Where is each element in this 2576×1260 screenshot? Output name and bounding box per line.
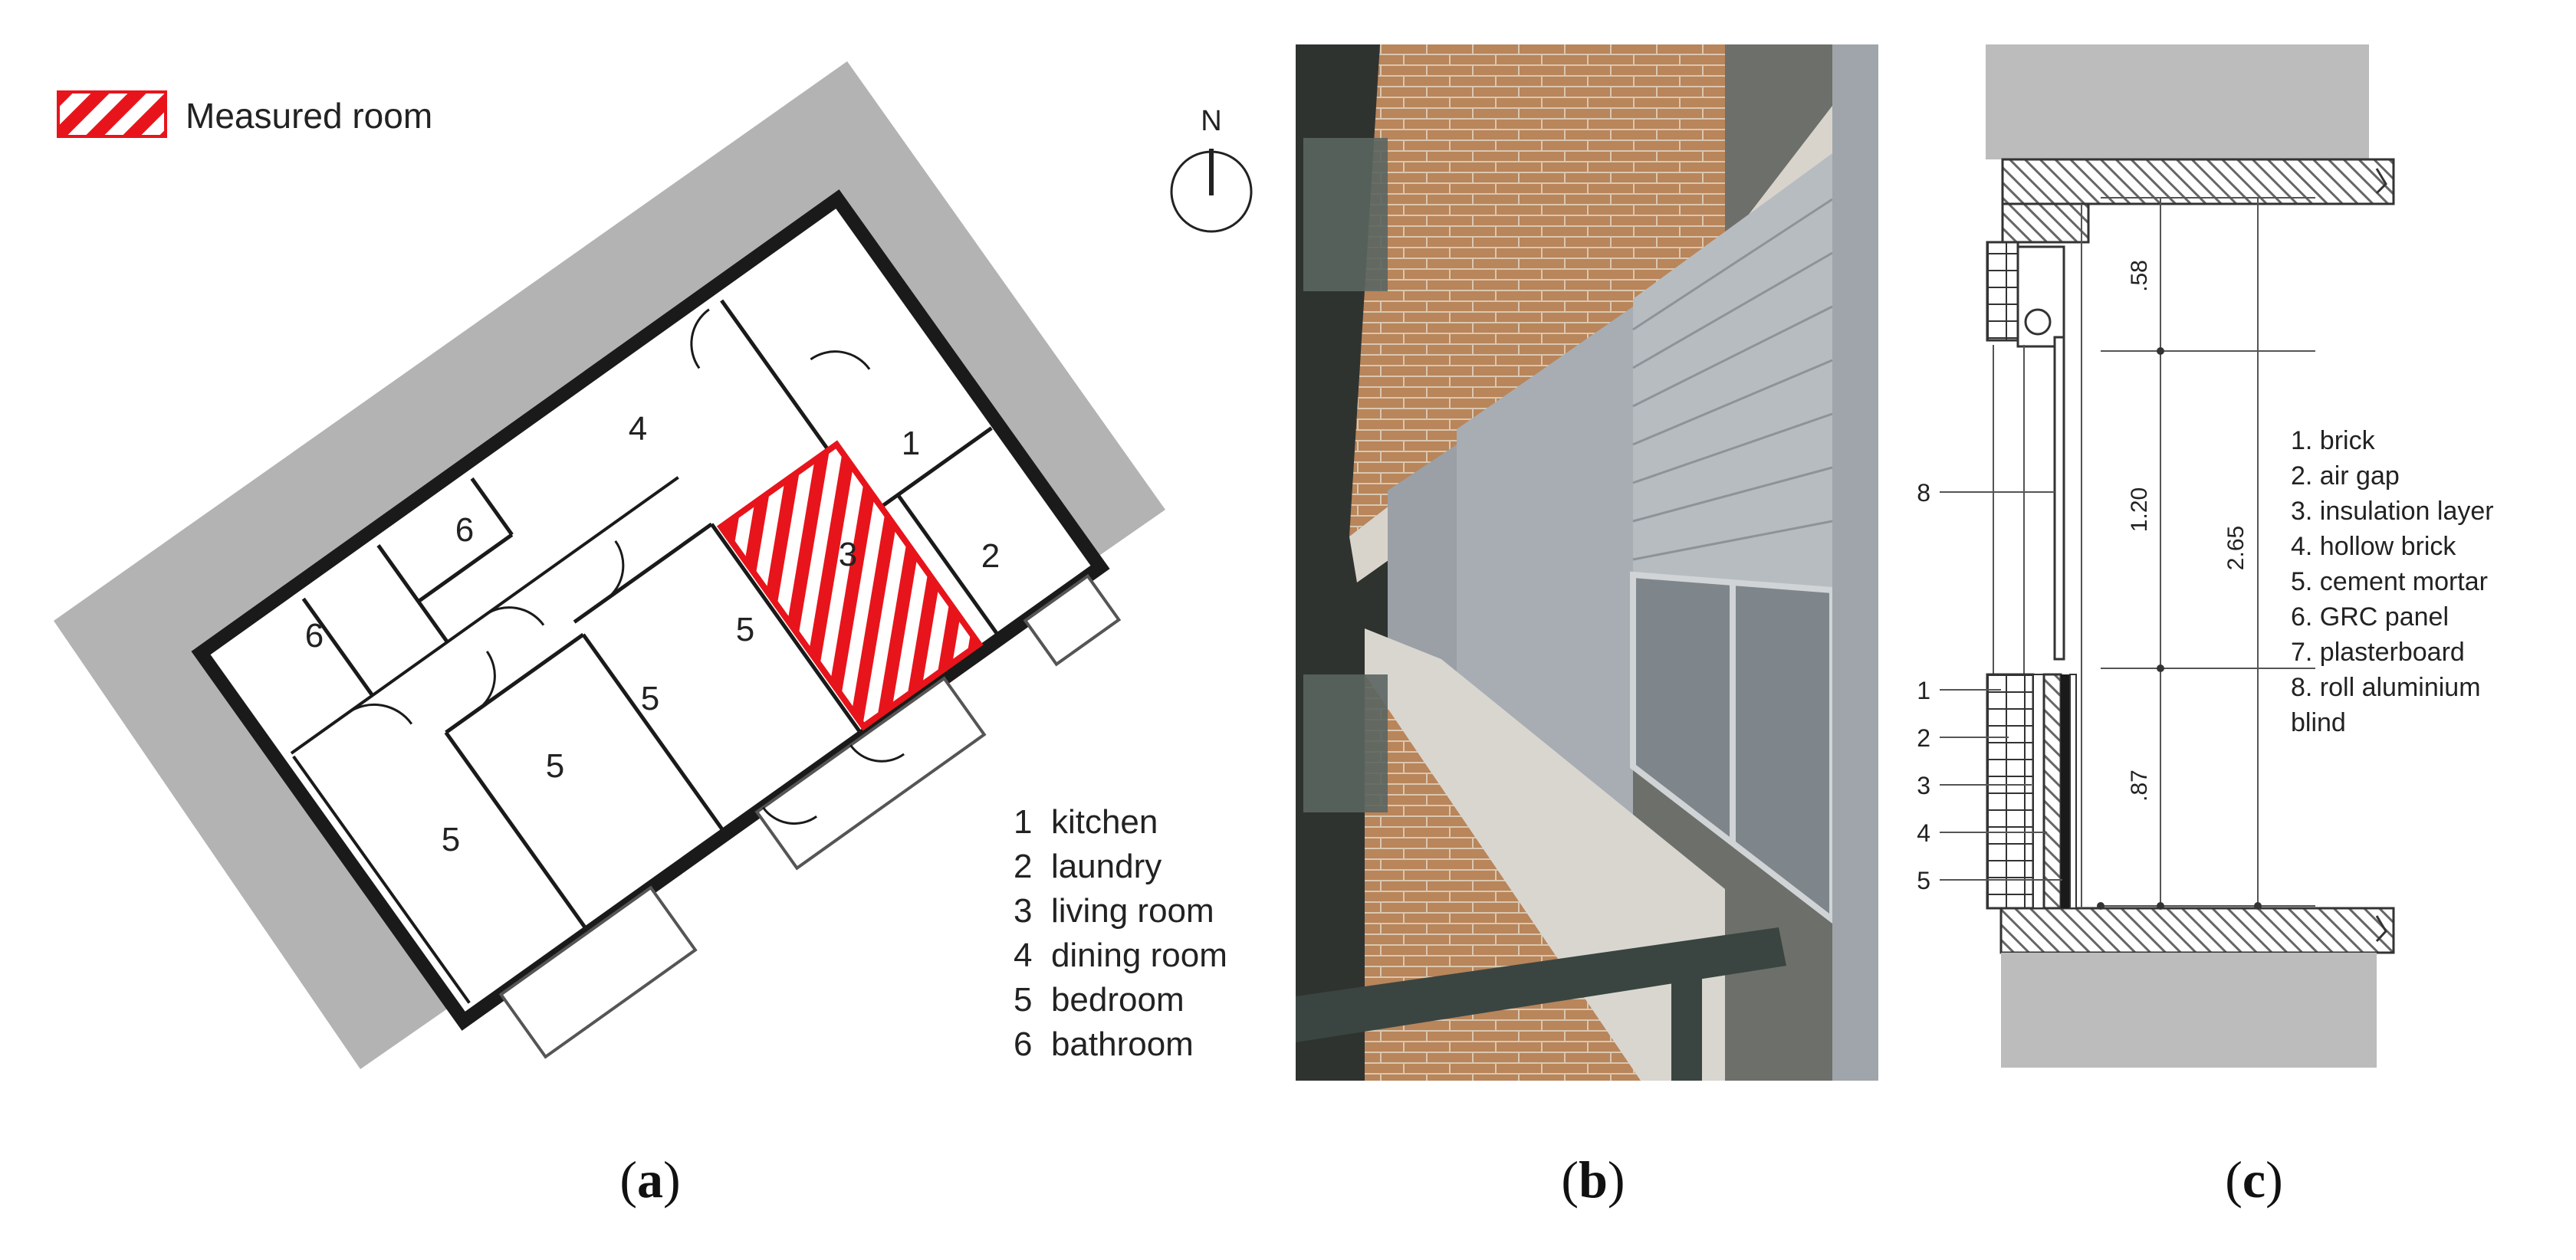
material-legend: 1. brick 2. air gap 3. insulation layer … — [2291, 423, 2494, 740]
room-number-6-a: 6 — [455, 511, 474, 549]
room-legend-item: 1 kitchen — [1014, 803, 1158, 841]
room-legend: 1 kitchen 2 laundry 3 living room 4 dini… — [1014, 800, 1227, 1067]
material-legend-item: 5. cement mortar — [2291, 567, 2488, 596]
dim-087: .87 — [2127, 769, 2152, 802]
room-legend-item: 3 living room — [1014, 892, 1214, 930]
dim-120: 1.20 — [2127, 487, 2152, 532]
room-legend-item: 4 dining room — [1014, 937, 1227, 974]
section-label-4: 4 — [1917, 819, 1930, 847]
caption-c: (c) — [2225, 1150, 2283, 1209]
material-legend-item: 4. hollow brick — [2291, 532, 2456, 561]
room-number-5-c: 5 — [442, 821, 460, 858]
section-label-8: 8 — [1917, 479, 1930, 507]
room-number-5-measured: 5 — [736, 611, 754, 648]
dim-265: 2.65 — [2223, 526, 2249, 570]
material-legend-item: 2. air gap — [2291, 461, 2400, 491]
material-legend-item: 7. plasterboard — [2291, 638, 2465, 667]
panel-c-section: .58 1.20 2.65 .87 8 1 2 3 4 5 — [1917, 44, 2395, 1068]
section-label-1: 1 — [1917, 677, 1930, 704]
room-number-3: 3 — [839, 536, 857, 573]
section-label-2: 2 — [1917, 724, 1930, 752]
section-label-5: 5 — [1917, 867, 1930, 894]
dim-058: .58 — [2127, 260, 2152, 292]
balcony-railing — [1296, 927, 1786, 1042]
room-legend-item: 6 bathroom — [1014, 1025, 1194, 1063]
north-label: N — [1201, 105, 1221, 137]
building-footprint — [191, 189, 1122, 1059]
measured-room-legend-label: Measured room — [186, 96, 433, 136]
material-legend-item: blind — [2291, 708, 2346, 737]
room-number-5-b: 5 — [546, 747, 564, 785]
panel-b-photo — [1296, 44, 1878, 1081]
room-number-6-b: 6 — [305, 617, 324, 655]
room-legend-item: 5 bedroom — [1014, 981, 1184, 1019]
material-legend-item: 3. insulation layer — [2291, 497, 2494, 526]
panel-a-floor-plan: N 1 2 3 4 5 5 5 5 6 6 — [54, 61, 1253, 1069]
material-legend-item: 6. GRC panel — [2291, 602, 2449, 632]
measured-room — [716, 440, 984, 731]
caption-b: (b) — [1561, 1150, 1625, 1209]
room-number-5-a: 5 — [641, 680, 659, 717]
room-legend-item: 2 laundry — [1014, 848, 1162, 885]
measured-room-legend-swatch — [57, 90, 167, 138]
section-label-3: 3 — [1917, 772, 1930, 799]
material-legend-item: 1. brick — [2291, 426, 2375, 455]
room-number-2: 2 — [981, 537, 1000, 575]
caption-a: (a) — [619, 1150, 681, 1209]
room-number-4: 4 — [629, 410, 647, 448]
material-legend-item: 8. roll aluminium — [2291, 673, 2481, 702]
room-number-1: 1 — [902, 425, 920, 462]
